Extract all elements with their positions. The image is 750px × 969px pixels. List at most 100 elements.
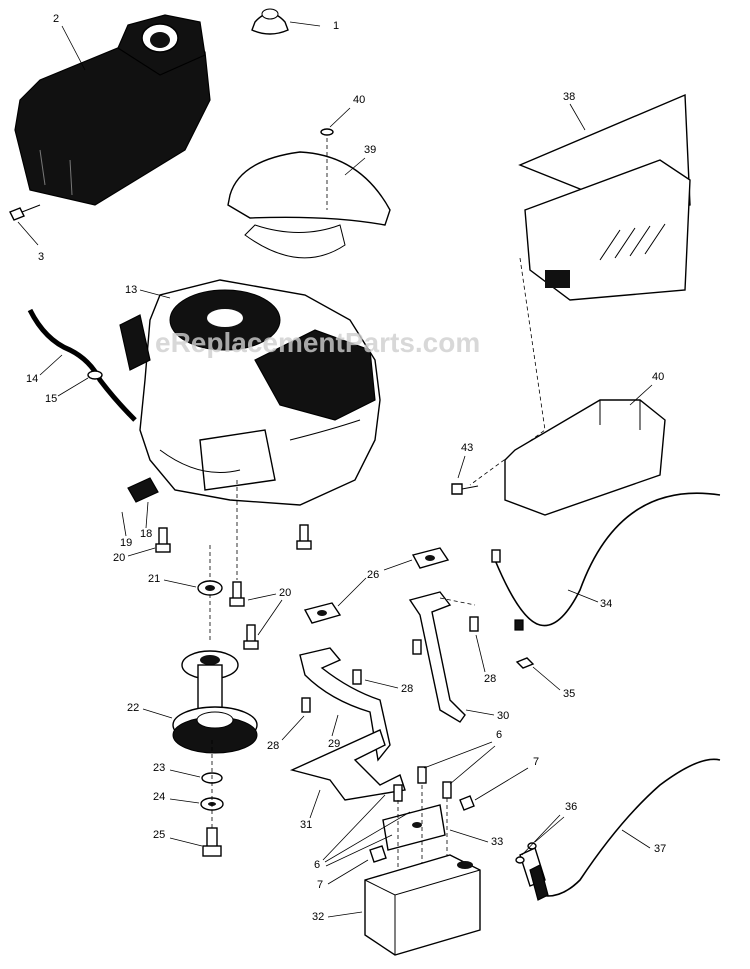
- screw-43[interactable]: [451, 483, 479, 495]
- svg-text:13: 13: [125, 284, 137, 296]
- exhaust-pipe-30[interactable]: [408, 591, 466, 723]
- callout-21: 21: [148, 573, 197, 588]
- svg-text:40: 40: [353, 94, 365, 106]
- callout-29: 29: [328, 714, 340, 750]
- svg-text:7: 7: [533, 756, 539, 768]
- svg-text:35: 35: [563, 688, 575, 700]
- gasket-26b[interactable]: [303, 602, 342, 624]
- svg-text:14: 14: [26, 373, 38, 385]
- svg-text:20: 20: [113, 552, 125, 564]
- nut-35[interactable]: [515, 657, 535, 669]
- svg-text:1: 1: [333, 20, 339, 32]
- callout-20-right: 20: [247, 587, 291, 636]
- pulley[interactable]: [172, 650, 258, 754]
- svg-text:39: 39: [364, 144, 376, 156]
- svg-text:29: 29: [328, 738, 340, 750]
- callout-40-top: 40: [329, 94, 365, 128]
- callout-30: 30: [465, 709, 509, 722]
- svg-text:25: 25: [153, 829, 165, 841]
- svg-text:33: 33: [491, 836, 503, 848]
- muffler-guard-bracket[interactable]: [504, 399, 666, 516]
- svg-text:43: 43: [461, 442, 473, 454]
- callout-26: 26: [337, 559, 413, 607]
- bolt-20-right[interactable]: [296, 524, 312, 550]
- exhaust-pipe-29[interactable]: [299, 647, 391, 762]
- callout-34: 34: [567, 589, 612, 610]
- svg-text:21: 21: [148, 573, 160, 585]
- screw-3[interactable]: [9, 204, 41, 221]
- heat-shield[interactable]: [518, 93, 691, 301]
- washer-21[interactable]: [197, 580, 223, 596]
- bolt-7-lower[interactable]: [369, 845, 387, 863]
- fuel-line[interactable]: [27, 308, 137, 422]
- callout-38: 38: [563, 91, 586, 131]
- svg-text:7: 7: [317, 879, 323, 891]
- throttle-cable-34[interactable]: [491, 492, 721, 631]
- callout-33: 33: [449, 829, 503, 848]
- callout-2: 2: [53, 13, 86, 71]
- screw-28a[interactable]: [352, 669, 362, 685]
- callout-28-c: 28: [267, 715, 305, 752]
- svg-text:40: 40: [652, 371, 664, 383]
- engine[interactable]: [119, 279, 381, 506]
- svg-text:30: 30: [497, 710, 509, 722]
- svg-text:15: 15: [45, 393, 57, 405]
- screw-28b[interactable]: [412, 639, 422, 655]
- callout-15: 15: [45, 377, 89, 405]
- svg-text:28: 28: [484, 673, 496, 685]
- callout-36: 36: [521, 801, 577, 856]
- screw-28c[interactable]: [469, 616, 479, 632]
- fuel-fitting[interactable]: [127, 477, 159, 503]
- muffler[interactable]: [364, 854, 481, 956]
- svg-text:24: 24: [153, 791, 165, 803]
- bolt-20-left[interactable]: [155, 527, 171, 553]
- fuel-cap[interactable]: [251, 8, 289, 35]
- svg-text:3: 3: [38, 251, 44, 263]
- callout-32: 32: [312, 911, 363, 923]
- washer-40[interactable]: [320, 128, 334, 136]
- callout-20-left: 20: [113, 547, 156, 564]
- svg-text:34: 34: [600, 598, 612, 610]
- svg-text:6: 6: [314, 859, 320, 871]
- fuel-tank[interactable]: [14, 14, 211, 206]
- svg-text:38: 38: [563, 91, 575, 103]
- callout-7-upper: 7: [474, 756, 539, 801]
- bolt-20-mid2[interactable]: [243, 624, 259, 650]
- blower-shroud[interactable]: [227, 138, 391, 259]
- screw-28d[interactable]: [301, 697, 311, 713]
- callout-40-right: 40: [629, 371, 664, 406]
- svg-text:19: 19: [120, 537, 132, 549]
- svg-text:2: 2: [53, 13, 59, 25]
- gasket-26a[interactable]: [411, 547, 450, 569]
- callout-39: 39: [344, 144, 376, 176]
- choke-cable-37[interactable]: [519, 758, 721, 901]
- svg-text:23: 23: [153, 762, 165, 774]
- svg-text:37: 37: [654, 843, 666, 855]
- callout-7-lower: 7: [317, 859, 369, 891]
- callout-28-a: 28: [364, 679, 413, 695]
- callout-13: 13: [125, 284, 171, 299]
- callout-1: 1: [289, 20, 339, 32]
- callout-25: 25: [153, 829, 203, 847]
- leader-dash-43: [469, 257, 546, 486]
- svg-text:26: 26: [367, 569, 379, 581]
- dash-30: [439, 597, 476, 606]
- bolt-20-mid1[interactable]: [229, 581, 245, 607]
- clamps-36[interactable]: [515, 842, 537, 864]
- muffler-bracket-31[interactable]: [289, 729, 406, 801]
- bolt-7-upper[interactable]: [459, 795, 475, 811]
- svg-text:18: 18: [140, 528, 152, 540]
- callout-24: 24: [153, 791, 200, 804]
- plate-33[interactable]: [382, 804, 446, 851]
- callout-31: 31: [300, 789, 321, 831]
- callout-22: 22: [127, 702, 173, 719]
- callout-14: 14: [26, 354, 63, 385]
- callout-37: 37: [621, 829, 666, 855]
- callout-18: 18: [140, 501, 152, 540]
- callout-43: 43: [457, 442, 473, 479]
- svg-text:28: 28: [401, 683, 413, 695]
- svg-text:31: 31: [300, 819, 312, 831]
- bolt-25[interactable]: [202, 827, 222, 857]
- callout-6-lower: 6: [314, 794, 411, 871]
